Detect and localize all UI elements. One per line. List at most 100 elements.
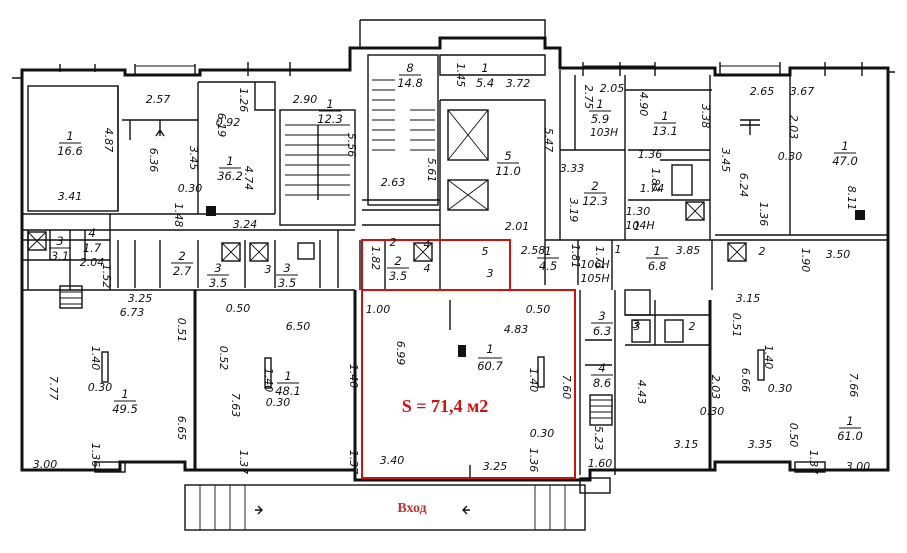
dimension-label: 4.74: [242, 166, 255, 191]
dimension-label: 3: [633, 318, 640, 331]
dimension-label: 7.63: [229, 393, 242, 418]
room-label-r6: 511.0: [495, 149, 521, 178]
dimension-label: 2.58: [521, 244, 546, 257]
dimension-label: 2.75: [582, 85, 595, 110]
room-label-r11: 149.5: [112, 387, 138, 416]
dimension-label: 1.00: [366, 303, 391, 316]
room-label-r17: 161.0: [837, 414, 863, 443]
dimension-label: 3.67: [790, 85, 815, 98]
room-area: 8.6: [593, 376, 611, 390]
dimension-label: 3.72: [506, 77, 531, 90]
room-area: 13.1: [652, 124, 678, 138]
room-area: 12.3: [582, 194, 608, 208]
dimension-label: 1.40: [527, 368, 540, 393]
highlight-room-no: 1: [486, 342, 493, 356]
room-area: 11.0: [495, 164, 521, 178]
dimension-label: 6.19: [215, 113, 228, 138]
room-area: 6.8: [648, 259, 666, 273]
dimension-label: 4.43: [635, 380, 648, 405]
room-area: 3.5: [389, 269, 407, 283]
dimension-label: 1.36: [89, 443, 102, 468]
room-number: 1: [66, 129, 73, 143]
dimension-label: 1.48: [172, 203, 185, 228]
dimension-label: 1.36: [757, 202, 770, 227]
dimension-label: 0.30: [178, 182, 203, 195]
room-area: 49.5: [112, 402, 138, 416]
dimension-label: 1.83: [649, 168, 662, 193]
dimension-label: 0.92: [216, 116, 241, 129]
entrance-porch: [94, 461, 826, 531]
room-number: 2: [591, 179, 598, 193]
dimension-label: 0.30: [88, 381, 113, 394]
dimension-label: 1.82: [369, 246, 382, 271]
room-label-r9: 212.3: [582, 179, 608, 208]
dimension-label: 1.36: [638, 148, 663, 161]
room-label-r8: 113.1: [652, 109, 678, 138]
dimension-label: 3.25: [483, 460, 508, 473]
dimension-label: 1.37: [807, 450, 820, 475]
dimension-label: 1.36: [527, 448, 540, 473]
dimension-label: 5: [482, 245, 489, 258]
room-area: 1.7: [83, 241, 102, 255]
room-label-r22: 41.7: [81, 226, 103, 255]
room-area: 3.5: [278, 276, 296, 290]
room-area: 3.5: [209, 276, 227, 290]
dimension-label: 1.37: [237, 450, 250, 475]
dimension-label: 2: [390, 236, 397, 249]
room-label-r5: 15.4: [474, 61, 496, 90]
room-label-r1: 116.6: [57, 129, 83, 158]
room-area: 47.0: [832, 154, 858, 168]
dimension-label: 1: [615, 243, 622, 256]
dimension-label: 0.52: [217, 346, 230, 371]
dimension-label: 6.65: [175, 416, 188, 441]
room-number: 8: [406, 61, 413, 75]
room-area: 3.1: [51, 249, 69, 263]
dimension-label: 1.40: [347, 364, 360, 389]
room-number: 4: [88, 226, 95, 240]
dimension-label: 3.45: [187, 146, 200, 171]
dimension-label: 0.30: [700, 405, 725, 418]
dimension-label: 3.25: [128, 292, 153, 305]
room-number: 1: [544, 244, 551, 258]
room-label-r16: 48.6: [591, 361, 613, 390]
dimension-label: 3.00: [33, 458, 58, 471]
room-number: 1: [481, 61, 488, 75]
dimension-label: 5.23: [592, 426, 605, 451]
room-number: 3: [56, 234, 63, 248]
dimension-label: 0.51: [730, 313, 743, 338]
room-number: 1: [226, 154, 233, 168]
dimension-label: 5.61: [425, 158, 438, 183]
dimension-label: 2.05: [600, 82, 625, 95]
room-number: 5: [504, 149, 511, 163]
dimension-label: 3.19: [567, 198, 580, 223]
dimension-label: 0.50: [226, 302, 251, 315]
dimension-label: 6.24: [737, 173, 750, 198]
room-number: 1: [284, 369, 291, 383]
dimension-label: 2.03: [787, 115, 800, 140]
dimension-label: 2.63: [381, 176, 406, 189]
dimension-label: 2.65: [750, 85, 775, 98]
dimension-label: 6.66: [739, 368, 752, 393]
dimension-label: 1.26: [237, 88, 250, 113]
dimension-label: 3.85: [676, 244, 701, 257]
dimension-label: 106Н: [580, 258, 609, 271]
dimension-label: 0.51: [175, 318, 188, 343]
dimension-label: 2.03: [709, 375, 722, 400]
dimension-label: 1.37: [347, 450, 360, 475]
room-label-r13: 14.5: [537, 244, 559, 273]
dimension-label: 2: [689, 320, 696, 333]
dimension-label: 2: [759, 245, 766, 258]
dimension-label: 1.74: [640, 182, 665, 195]
room-number: 4: [598, 361, 605, 375]
dimension-label: 3.35: [748, 438, 773, 451]
dimension-label: 1.81: [569, 244, 582, 269]
dimension-label: 1.52: [100, 264, 113, 289]
central-upper: [362, 54, 546, 240]
dimension-label: 1.40: [262, 368, 275, 393]
dimension-label: 104Н: [625, 219, 654, 232]
room-label-r14: 16.8: [646, 244, 668, 273]
room-label-r2: 136.2: [217, 154, 243, 183]
dimension-label: 7.77: [47, 376, 60, 401]
highlight-room-area: 60.7: [477, 359, 503, 373]
